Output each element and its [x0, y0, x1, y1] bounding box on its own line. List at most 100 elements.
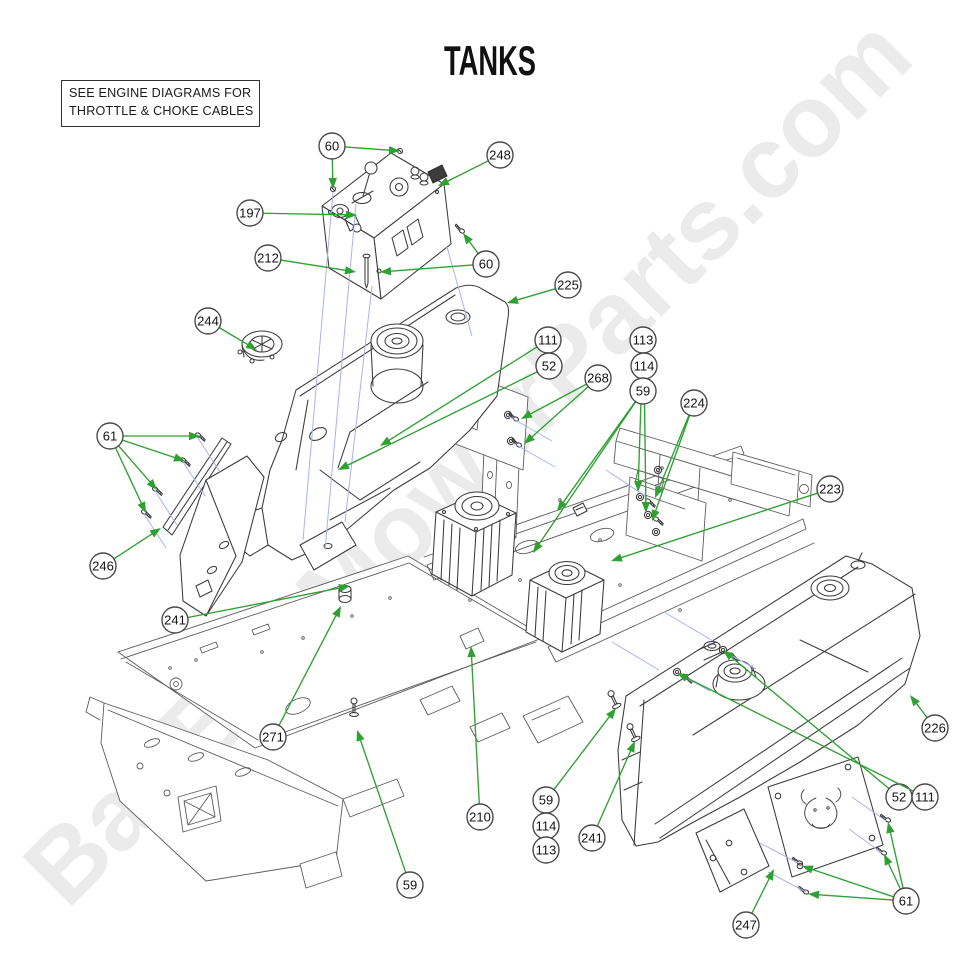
leader-arrow-271: [278, 613, 338, 726]
arrowhead-59: [533, 541, 543, 553]
callout-circle-59: [396, 871, 424, 899]
leader-arrow-210: [470, 654, 480, 805]
callout-number-225: 225: [557, 277, 579, 292]
callout-circle-111: [911, 783, 939, 811]
arrowhead-268: [524, 433, 536, 444]
arrowhead-246: [149, 528, 161, 538]
callout-113-23: 113: [532, 836, 560, 864]
leader-arrow-60: [388, 264, 474, 272]
callout-59-21: 59: [532, 786, 560, 814]
callout-circle-59: [629, 377, 657, 405]
callout-circle-212: [254, 244, 282, 272]
callout-number-61: 61: [103, 428, 117, 443]
arrowhead-113: [634, 480, 643, 492]
callout-248-1: 248: [486, 141, 514, 169]
callout-number-60: 60: [479, 256, 493, 271]
leader-arrow-197: [262, 212, 349, 216]
callout-226-25: 226: [921, 714, 949, 742]
arrowhead-61: [886, 822, 895, 834]
leader-arrow-226: [914, 701, 928, 719]
frame-assembly: [85, 359, 815, 889]
note-line-2: THROTTLE & CHOKE CABLES: [69, 103, 254, 118]
arrowhead-224: [651, 509, 660, 521]
leader-arrow-246: [113, 532, 154, 560]
arrowhead-52: [338, 461, 350, 470]
callout-circle-248: [486, 141, 514, 169]
callout-number-114: 114: [536, 818, 557, 833]
leader-arrow-61: [889, 830, 904, 889]
arrowhead-244: [245, 340, 257, 350]
arrowhead-60: [380, 266, 392, 276]
callout-circle-52: [535, 352, 563, 380]
callout-circle-225: [554, 271, 582, 299]
arrowhead-60: [388, 146, 400, 155]
arrowhead-61: [884, 854, 893, 866]
callout-number-59: 59: [403, 877, 417, 892]
callout-number-271: 271: [262, 729, 284, 744]
leader-arrow-223: [619, 492, 818, 559]
arrowhead-59: [605, 708, 616, 720]
callout-circle-197: [236, 199, 264, 227]
callout-number-111: 111: [915, 789, 935, 804]
note-line-1: SEE ENGINE DIAGRAMS FOR: [69, 86, 252, 100]
leader-arrow-224: [654, 415, 691, 513]
callout-241-17: 241: [161, 606, 189, 634]
callout-circle-246: [89, 552, 117, 580]
fasteners: [139, 410, 892, 896]
arrowhead-61: [808, 890, 820, 899]
callout-225-5: 225: [554, 271, 582, 299]
arrowhead-60: [463, 233, 473, 245]
arrowhead-61: [146, 478, 157, 490]
callout-268-9: 268: [584, 364, 612, 392]
callout-circle-226: [921, 714, 949, 742]
leader-arrow-241: [187, 587, 342, 619]
leader-arrow-59: [537, 401, 637, 546]
callout-number-59: 59: [539, 792, 553, 807]
leader-arrow-225: [515, 288, 556, 302]
leader-arrow-248: [445, 160, 489, 183]
callout-247-29: 247: [732, 911, 760, 939]
callout-circle-247: [732, 911, 760, 939]
arrowhead-241: [626, 741, 635, 753]
leader-arrow-224: [657, 414, 690, 490]
callout-number-244: 244: [197, 313, 219, 328]
callout-number-52: 52: [542, 358, 556, 373]
right-fuel-tank: [617, 552, 921, 893]
callout-circle-223: [816, 475, 844, 503]
arrowhead-60: [328, 177, 337, 189]
callout-number-246: 246: [92, 558, 114, 573]
fuel-cap-part: [237, 330, 283, 364]
callout-114-22: 114: [532, 812, 560, 840]
page-title: TANKS: [444, 37, 536, 84]
callout-61-28: 61: [892, 887, 920, 915]
arrowhead-212: [344, 266, 356, 275]
leader-arrow-244: [218, 327, 250, 346]
callout-60-4: 60: [472, 250, 500, 278]
leader-arrow-61: [118, 445, 152, 484]
callout-number-247: 247: [735, 917, 757, 932]
callout-271-18: 271: [259, 723, 287, 751]
left-fuel-tank: [235, 284, 510, 571]
callout-number-52: 52: [892, 789, 906, 804]
callout-circle-244: [194, 307, 222, 335]
callout-241-24: 241: [578, 824, 606, 852]
badboy-logo: [800, 787, 842, 829]
callout-59-19: 59: [396, 871, 424, 899]
arrowhead-271: [332, 606, 341, 618]
callout-223-14: 223: [816, 475, 844, 503]
callout-circle-224: [680, 389, 708, 417]
callout-number-212: 212: [257, 250, 279, 265]
callout-number-111: 111: [538, 332, 558, 347]
callout-number-241: 241: [164, 612, 186, 627]
callout-52-8: 52: [535, 352, 563, 380]
callout-212-3: 212: [254, 244, 282, 272]
callout-113-10: 113: [629, 326, 657, 354]
callout-number-60: 60: [325, 138, 339, 153]
leader-arrow-59: [359, 738, 407, 873]
callout-circle-61: [892, 887, 920, 915]
callout-circle-61: [96, 422, 124, 450]
callout-circle-271: [259, 723, 287, 751]
arrowhead-114: [641, 501, 651, 513]
callout-circle-268: [584, 364, 612, 392]
